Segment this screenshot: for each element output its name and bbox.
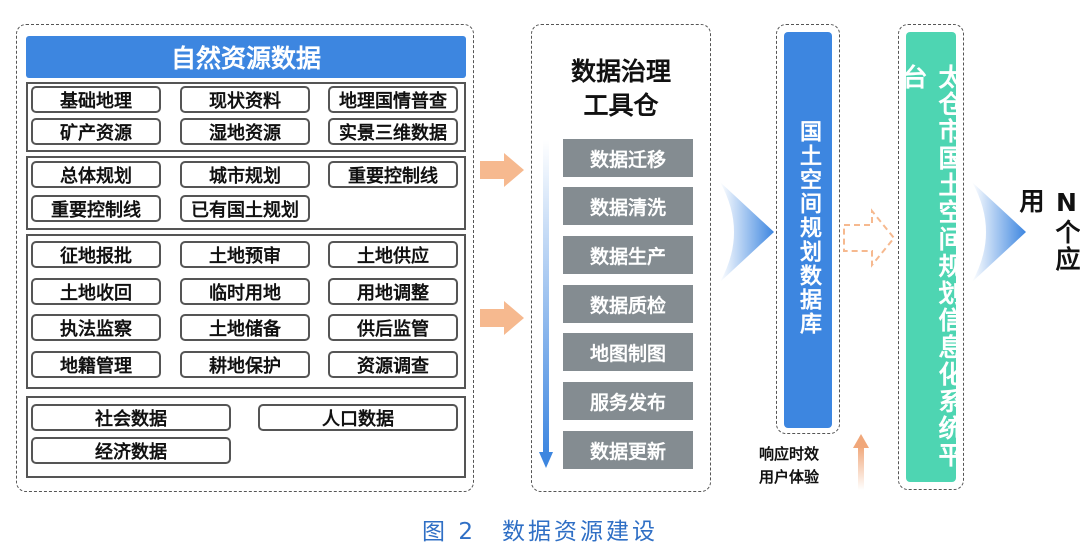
item-existing-land-plan: 已有国土规划 (180, 195, 310, 222)
item-land-recovery: 土地收回 (31, 278, 161, 305)
natural-resources-title: 自然资源数据 (26, 36, 466, 78)
item-economic-data: 经济数据 (31, 437, 231, 464)
item-control-line-2: 重要控制线 (31, 195, 161, 222)
item-control-line-1: 重要控制线 (328, 161, 458, 188)
feedback-line1: 响应时效 (759, 445, 820, 463)
tool-data-migration: 数据迁移 (563, 139, 693, 177)
item-law-enforcement: 执法监察 (31, 314, 161, 341)
tool-map-making: 地图制图 (563, 333, 693, 371)
tool-data-update: 数据更新 (563, 431, 693, 469)
tool-data-cleaning: 数据清洗 (563, 187, 693, 225)
item-geo-census: 地理国情普查 (328, 86, 458, 113)
item-land-approval: 征地报批 (31, 241, 161, 268)
toolbox-panel (531, 24, 711, 492)
apps-label: N个应用 (1016, 188, 1080, 273)
item-city-plan: 城市规划 (180, 161, 310, 188)
platform-column: 太仓市国土空间规划信息化系统平台 (899, 32, 964, 482)
apps-column: N个应用 (1016, 188, 1080, 298)
flow-chevron-icon (972, 182, 1026, 282)
flow-chevron-icon (720, 182, 774, 282)
item-cadastral-management: 地籍管理 (31, 351, 161, 378)
arrow-right-icon (480, 301, 524, 335)
item-land-preview: 土地预审 (180, 241, 310, 268)
platform-panel (898, 24, 964, 490)
toolbox-title-line1: 数据治理 (570, 57, 671, 86)
item-land-reserve: 土地储备 (180, 314, 310, 341)
database-column: 国土空间规划数据库 (784, 32, 832, 428)
item-resource-survey: 资源调查 (328, 351, 458, 378)
item-mineral-resources: 矿产资源 (31, 118, 161, 145)
item-post-supply-supervision: 供后监管 (328, 314, 458, 341)
item-wetland-resources: 湿地资源 (180, 118, 310, 145)
item-social-data: 社会数据 (31, 404, 231, 431)
item-status-data: 现状资料 (180, 86, 310, 113)
item-master-plan: 总体规划 (31, 161, 161, 188)
process-down-arrow-icon (539, 140, 553, 468)
item-basic-geography: 基础地理 (31, 86, 161, 113)
database-label: 国土空间规划数据库 (796, 120, 821, 336)
tool-data-production: 数据生产 (563, 236, 693, 274)
toolbox-title-line2: 工具仓 (583, 91, 659, 120)
database-panel (776, 24, 840, 434)
natural-resources-panel (16, 24, 474, 492)
item-land-supply: 土地供应 (328, 241, 458, 268)
item-population-data: 人口数据 (258, 404, 458, 431)
item-temporary-land: 临时用地 (180, 278, 310, 305)
tool-service-publishing: 服务发布 (563, 382, 693, 420)
item-3d-scene-data: 实景三维数据 (328, 118, 458, 145)
arrow-up-icon (853, 434, 869, 490)
item-farmland-protection: 耕地保护 (180, 351, 310, 378)
figure-caption: 图 2 数据资源建设 (422, 519, 658, 545)
arrow-right-icon (480, 153, 524, 187)
feedback-line2: 用户体验 (759, 468, 820, 486)
item-land-adjustment: 用地调整 (328, 278, 458, 305)
tool-data-quality-check: 数据质检 (563, 285, 693, 323)
platform-label: 太仓市国土空间规划信息化系统平台 (899, 64, 964, 469)
dashed-arrow-right-icon (843, 208, 896, 268)
